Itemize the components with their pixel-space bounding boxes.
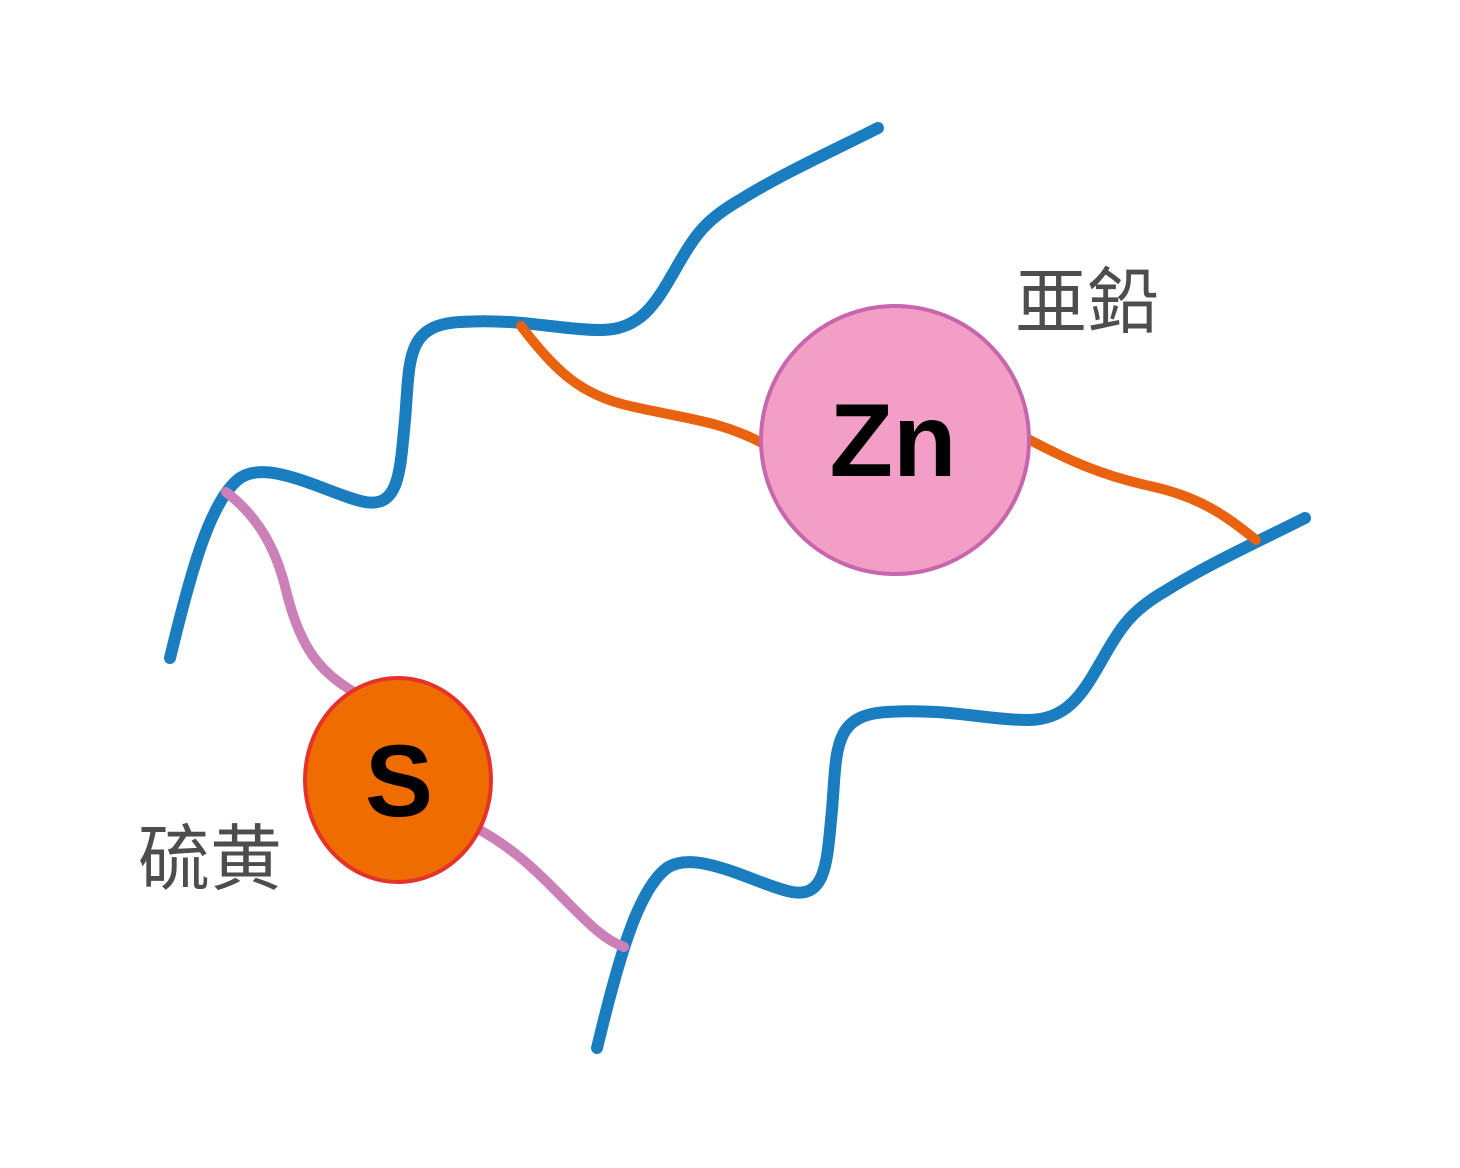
- zinc-crosslink: Zn: [516, 304, 1261, 576]
- polymer-chains: [164, 122, 1311, 1054]
- polymer-chain-upper: [164, 122, 884, 664]
- sulfur-symbol: S: [365, 724, 433, 838]
- zinc-link-right: [1021, 433, 1261, 545]
- sulfur-link-upper: [221, 487, 359, 697]
- sulfur-label: 硫黄: [138, 817, 282, 901]
- zinc-symbol: Zn: [829, 383, 956, 499]
- zinc-atom: [759, 304, 1031, 576]
- zinc-label: 亜鉛: [1015, 260, 1159, 344]
- sulfur-crosslink: S: [221, 487, 629, 952]
- zinc-link-left: [516, 321, 769, 449]
- sulfur-atom: [303, 676, 493, 884]
- polymer-chain-lower: [591, 512, 1311, 1054]
- sulfur-link-lower: [471, 823, 629, 952]
